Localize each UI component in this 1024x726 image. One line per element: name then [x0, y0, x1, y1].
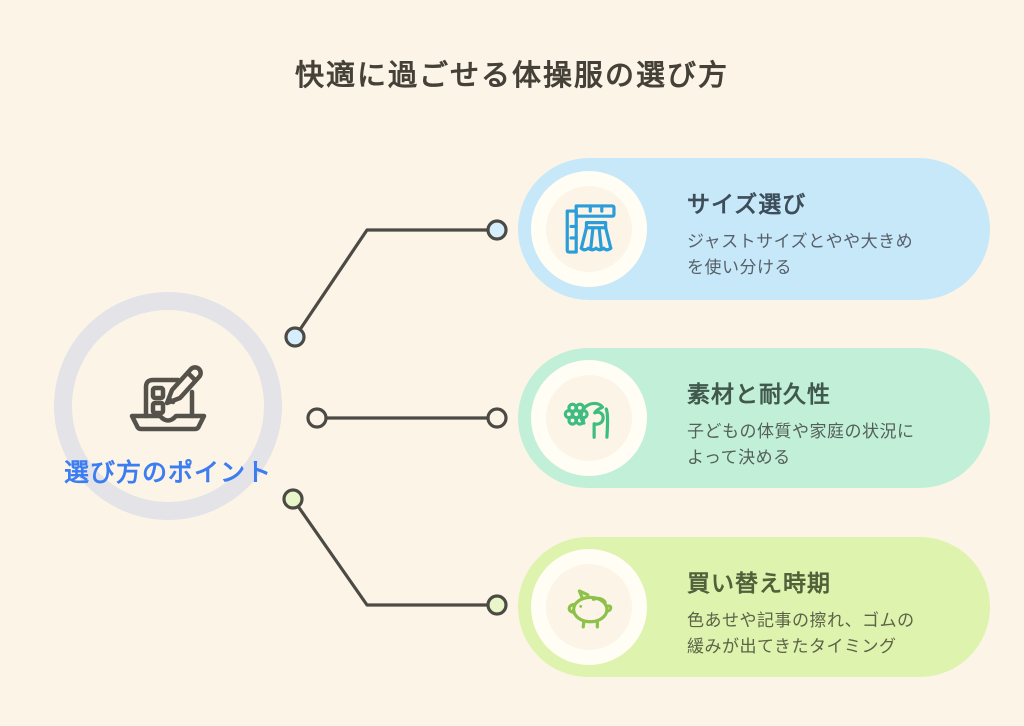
center-label: 選び方のポイント — [63, 459, 272, 487]
connector-dot — [486, 219, 508, 241]
card-text: サイズ選び ジャストサイズとやや大きめを使い分ける — [687, 185, 937, 280]
connector-dot — [284, 326, 306, 348]
connector-dot — [486, 407, 508, 429]
card-icon-badge-inner — [546, 186, 632, 272]
card-title: 買い替え時期 — [687, 570, 831, 596]
piggy-bank-icon — [567, 589, 613, 629]
laptop-screen — [143, 377, 181, 419]
pencil-tip — [166, 396, 176, 405]
ruler-vertical — [565, 209, 578, 254]
skirt-sides — [579, 226, 613, 250]
connector-dot — [306, 407, 328, 429]
card-body: 色あせや記事の擦れ、ゴムの緩みが出てきたタイミング — [687, 611, 915, 656]
connector-dot — [282, 488, 304, 510]
center-node: 選び方のポイント — [54, 292, 282, 520]
card-icon-badge — [531, 549, 647, 665]
card-icon-badge-inner — [546, 564, 632, 650]
card-size-selection: サイズ選び ジャストサイズとやや大きめを使い分ける — [518, 158, 990, 300]
connector-group — [282, 219, 508, 616]
pig-eye — [579, 604, 583, 608]
screen-list-square — [150, 385, 166, 401]
card-text: 買い替え時期 色あせや記事の擦れ、ゴムの緩みが出てきたタイミング — [687, 564, 937, 659]
pig-snout — [567, 602, 576, 614]
card-title: 素材と耐久性 — [687, 381, 831, 407]
card-title: サイズ選び — [687, 191, 807, 217]
pig-ear — [577, 589, 590, 601]
skirt-waistband — [584, 221, 608, 230]
page-title: 快適に過ごせる体操服の選び方 — [294, 60, 729, 92]
hand-outline — [579, 401, 605, 439]
pig-legs — [581, 619, 599, 629]
card-body: 子どもの体質や家庭の状況によって決める — [687, 422, 915, 467]
ruler-horizontal — [574, 204, 616, 218]
laptop-base — [129, 413, 207, 432]
card-icon-badge — [531, 171, 647, 287]
hand-holding-gear-icon — [563, 401, 610, 439]
pig-tail — [605, 604, 613, 613]
card-icon-badge — [531, 360, 647, 476]
card-icon-badge-inner — [546, 375, 632, 461]
laptop-pencil-icon — [129, 365, 207, 432]
pig-body — [572, 595, 609, 624]
skirt-hem — [579, 246, 613, 252]
connector-dot — [486, 594, 508, 616]
pencil-eraser-line — [185, 370, 198, 383]
card-body: ジャストサイズとやや大きめを使い分ける — [687, 232, 914, 277]
card-material-durability: 素材と耐久性 子どもの体質や家庭の状況によって決める — [518, 348, 990, 488]
ruler-ticks-top — [588, 204, 604, 213]
ruler-ticks-side — [569, 224, 578, 240]
card-text: 素材と耐久性 子どもの体質や家庭の状況によって決める — [687, 375, 937, 470]
measuring-square-skirt-icon — [565, 204, 616, 254]
skirt-pleats — [589, 227, 603, 249]
hand-wrist-line — [604, 407, 610, 439]
connector-top — [293, 228, 499, 339]
connector-bottom — [291, 497, 499, 607]
coin-slot — [591, 596, 607, 604]
card-replacement-timing: 買い替え時期 色あせや記事の擦れ、ゴムの緩みが出てきたタイミング — [518, 537, 990, 677]
screen-list-square — [150, 400, 166, 416]
pencil-body — [164, 365, 203, 406]
